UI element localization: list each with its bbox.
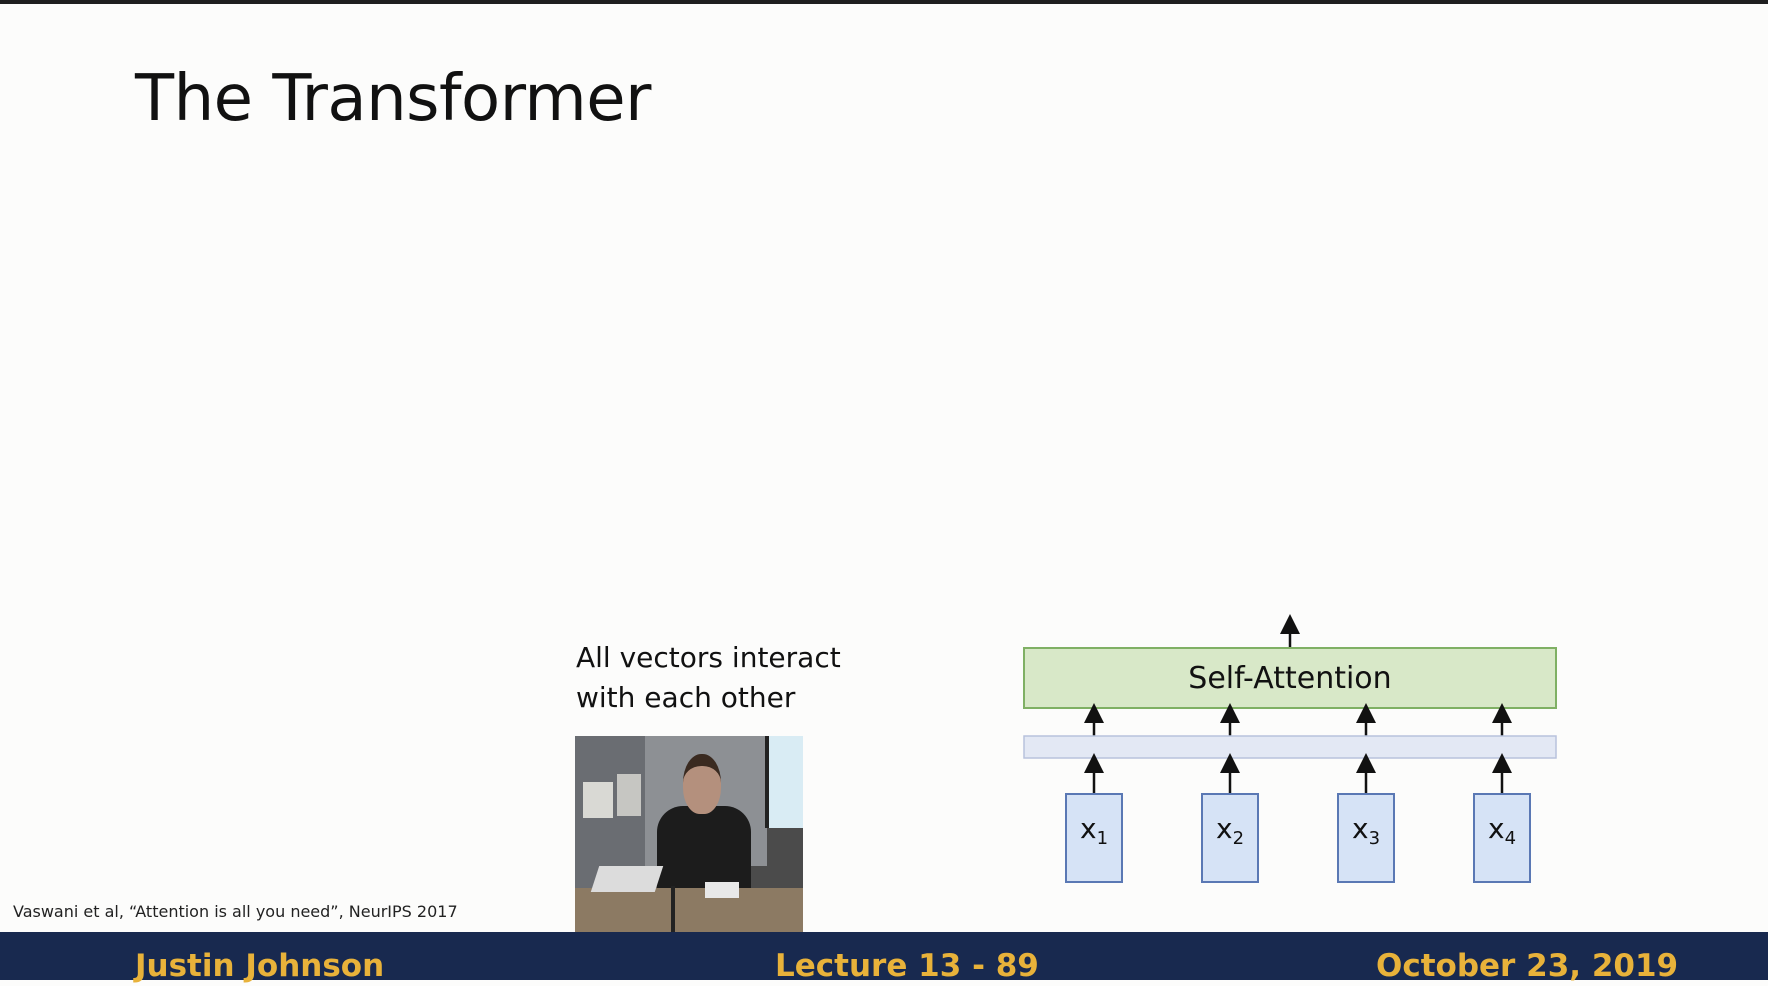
self-attention-label: Self-Attention: [1188, 660, 1392, 696]
video-screen: [765, 736, 803, 828]
video-desk: [575, 888, 803, 934]
input-box-4: [1473, 793, 1531, 883]
input-label-sub: 1: [1096, 828, 1109, 849]
footer-bar: [0, 932, 1768, 980]
input-label-3: x3: [1338, 812, 1394, 849]
footer-lecture: Lecture 13 - 89: [775, 948, 1039, 984]
top-border: [0, 0, 1768, 4]
input-label-base: x: [1079, 812, 1097, 845]
slide-title: The Transformer: [135, 62, 651, 136]
input-label-base: x: [1487, 812, 1505, 845]
caption: All vectors interact with each other: [576, 638, 841, 718]
speaker-head: [683, 754, 721, 814]
transformer-diagram: [1000, 610, 1560, 910]
input-label-sub: 3: [1368, 828, 1381, 849]
video-laptop: [590, 866, 664, 892]
input-box-1: [1065, 793, 1123, 883]
input-label-4: x4: [1474, 812, 1530, 849]
video-poster: [583, 782, 613, 818]
input-label-sub: 4: [1504, 828, 1517, 849]
input-label-1: x1: [1066, 812, 1122, 849]
citation: Vaswani et al, “Attention is all you nee…: [13, 902, 458, 921]
input-label-base: x: [1351, 812, 1369, 845]
video-poster: [617, 774, 641, 816]
layer-bar: [1023, 735, 1557, 759]
footer-date: October 23, 2019: [1376, 948, 1679, 984]
diagram-svg: [1023, 614, 1557, 883]
input-label-sub: 2: [1232, 828, 1245, 849]
input-label-base: x: [1215, 812, 1233, 845]
video-mic: [671, 886, 675, 934]
caption-line-1: All vectors interact: [576, 641, 841, 674]
input-box-3: [1337, 793, 1395, 883]
speaker-video-thumbnail[interactable]: [575, 736, 803, 934]
footer-author: Justin Johnson: [135, 948, 385, 984]
caption-line-2: with each other: [576, 681, 796, 714]
input-box-2: [1201, 793, 1259, 883]
self-attention-block: [1023, 647, 1557, 709]
video-mug: [705, 882, 739, 898]
input-label-2: x2: [1202, 812, 1258, 849]
